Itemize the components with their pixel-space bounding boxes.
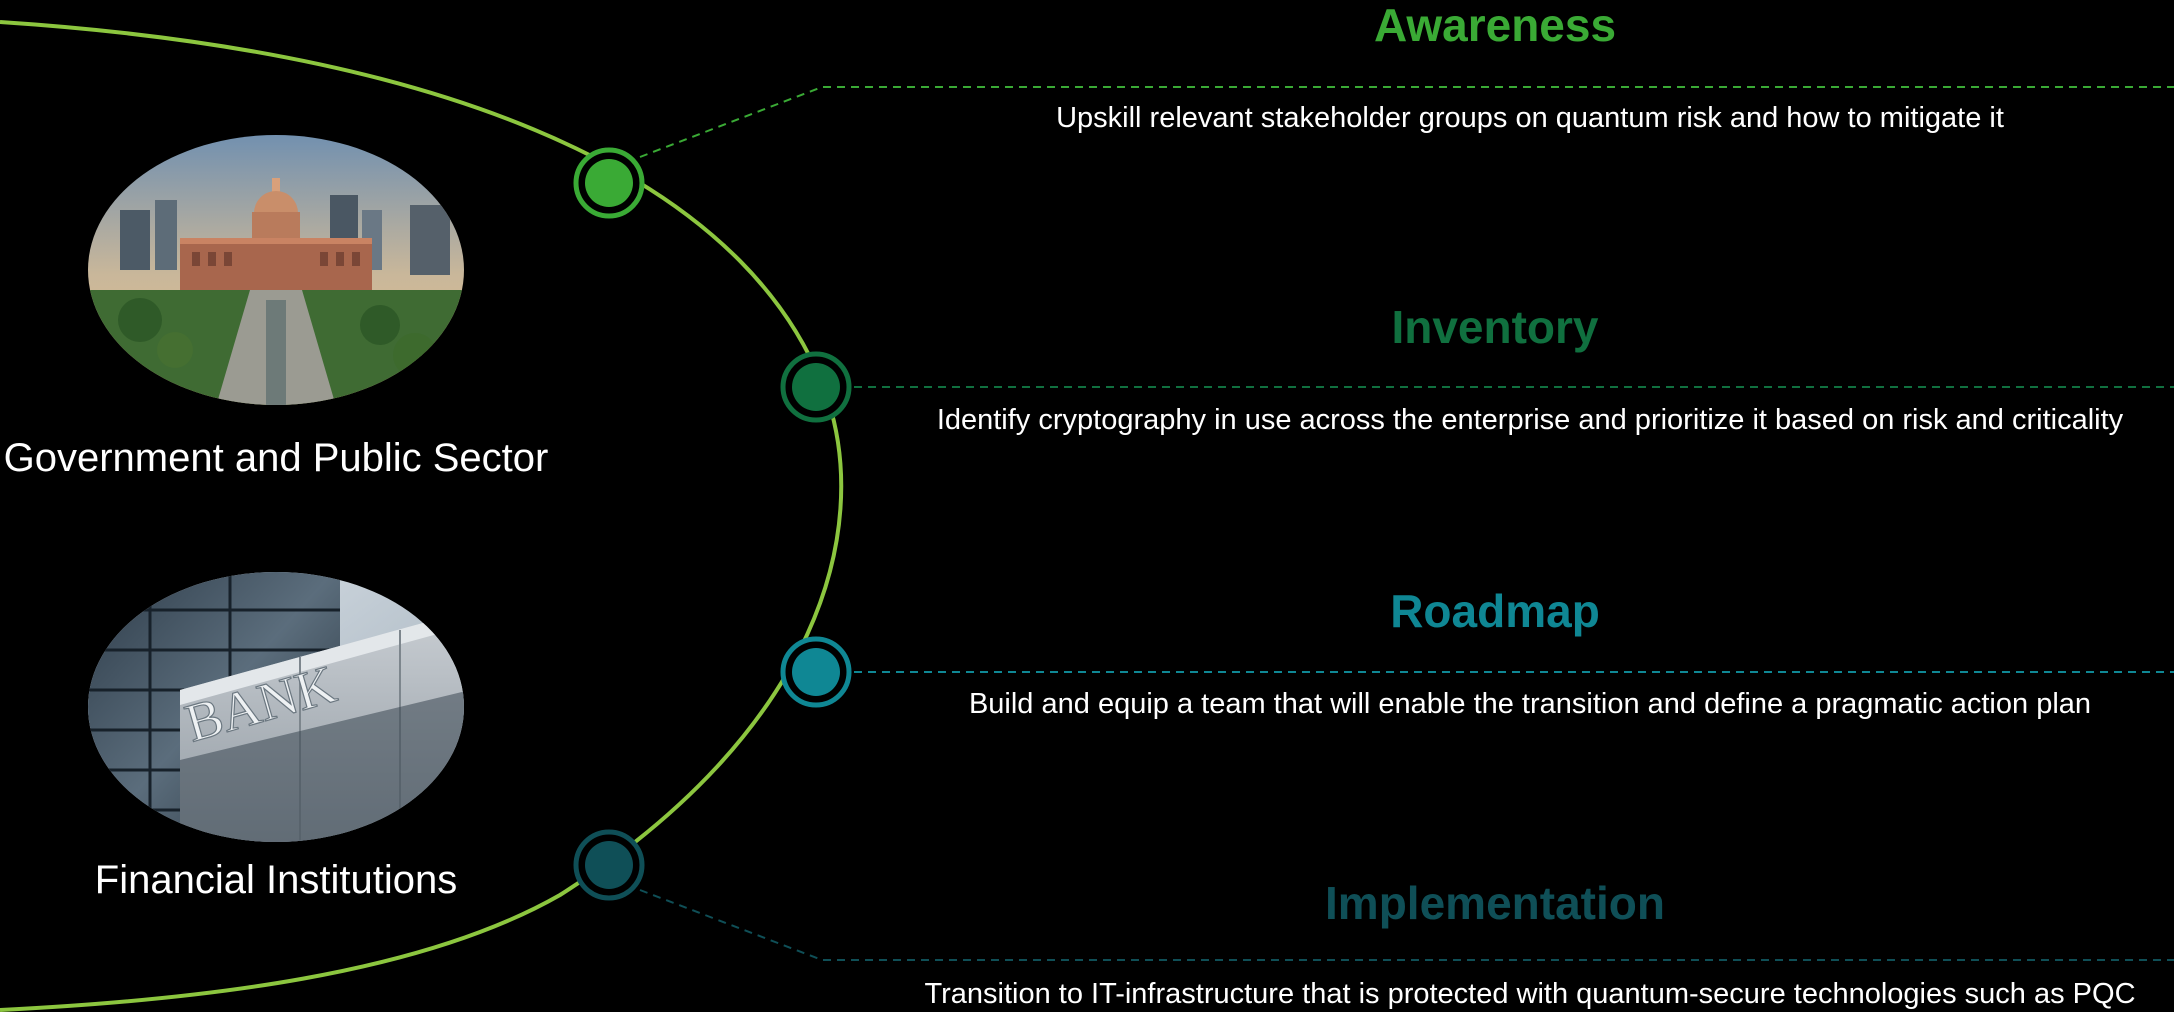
step-desc-awareness: Upskill relevant stakeholder groups on q… xyxy=(1056,102,2004,134)
sector-label-financial: Financial Institutions xyxy=(94,858,458,902)
node-awareness xyxy=(573,147,645,219)
connector-lines xyxy=(639,86,2174,961)
capitol-building-image xyxy=(88,135,464,405)
node-roadmap xyxy=(780,636,852,708)
connector-awareness xyxy=(639,86,2174,158)
step-desc-roadmap: Build and equip a team that will enable … xyxy=(968,688,2092,720)
node-implementation xyxy=(573,829,645,901)
sector-label-government: Government and Public Sector xyxy=(3,436,549,480)
node-inventory xyxy=(780,351,852,423)
step-desc-inventory: Identify cryptography in use across the … xyxy=(936,404,2124,436)
step-title-awareness: Awareness xyxy=(1373,0,1617,51)
step-title-roadmap: Roadmap xyxy=(1390,585,1600,637)
step-title-implementation: Implementation xyxy=(1325,877,1665,929)
step-title-inventory: Inventory xyxy=(1391,301,1599,353)
bank-building-image: BANK xyxy=(88,572,464,842)
step-desc-implementation: Transition to IT-infrastructure that is … xyxy=(924,978,2136,1010)
journey-arc xyxy=(0,20,844,1012)
connector-implementation xyxy=(639,889,2174,961)
